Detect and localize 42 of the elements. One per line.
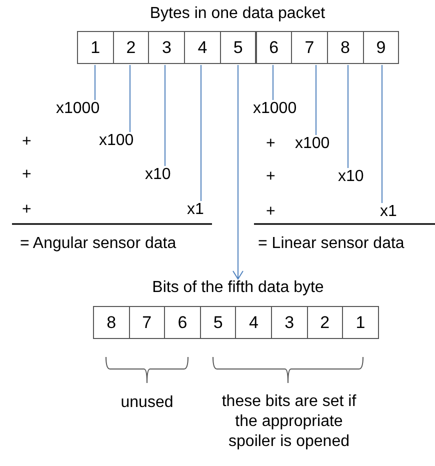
multiplier-label: x1	[187, 201, 204, 219]
arrow	[232, 64, 244, 280]
bit-cell: 4	[235, 306, 272, 339]
bit-cell: 1	[342, 306, 379, 339]
byte-cell: 4	[184, 31, 221, 64]
multiplier-label: x10	[338, 168, 364, 186]
byte-cell: 3	[148, 31, 186, 64]
leader-line	[164, 64, 166, 166]
byte-cell: 8	[326, 31, 364, 64]
multiplier-label: x1000	[56, 100, 100, 118]
multiplier-label: x1000	[253, 100, 297, 118]
bit-cell: 3	[271, 306, 308, 339]
bit-cell: 6	[164, 306, 201, 339]
leader-line	[272, 64, 274, 100]
heading: Bytes in one data packet	[148, 5, 326, 23]
note-text: these bits are set if the appropriate spoiler is opened	[220, 392, 358, 452]
byte-cell: 6	[256, 31, 292, 64]
bit-cell: 5	[200, 306, 236, 339]
bit-cell: 2	[306, 306, 344, 339]
plus-sign: +	[22, 133, 32, 151]
multiplier-label: x1	[380, 203, 397, 221]
byte-cell: 2	[112, 31, 150, 64]
byte-cell: 5	[220, 31, 256, 64]
plus-sign: +	[266, 168, 276, 186]
byte-cell: 1	[77, 31, 114, 64]
leader-line	[94, 64, 96, 100]
heading: Bits of the fifth data byte	[118, 279, 358, 297]
plus-sign: +	[22, 166, 32, 184]
multiplier-label: x10	[145, 166, 171, 184]
result-label: = Linear sensor data	[258, 235, 404, 253]
multiplier-label: x100	[99, 132, 134, 150]
bit-cell: 7	[128, 306, 166, 339]
plus-sign: +	[266, 203, 276, 221]
leader-line	[200, 64, 202, 202]
result-label: = Angular sensor data	[20, 235, 176, 253]
multiplier-label: x100	[295, 135, 330, 153]
byte-cell: 7	[291, 31, 328, 64]
byte-cell: 9	[362, 31, 400, 64]
plus-sign: +	[266, 135, 276, 153]
bit-cell: 8	[93, 306, 130, 339]
note-text: unused	[120, 394, 174, 412]
plus-sign: +	[22, 201, 32, 219]
